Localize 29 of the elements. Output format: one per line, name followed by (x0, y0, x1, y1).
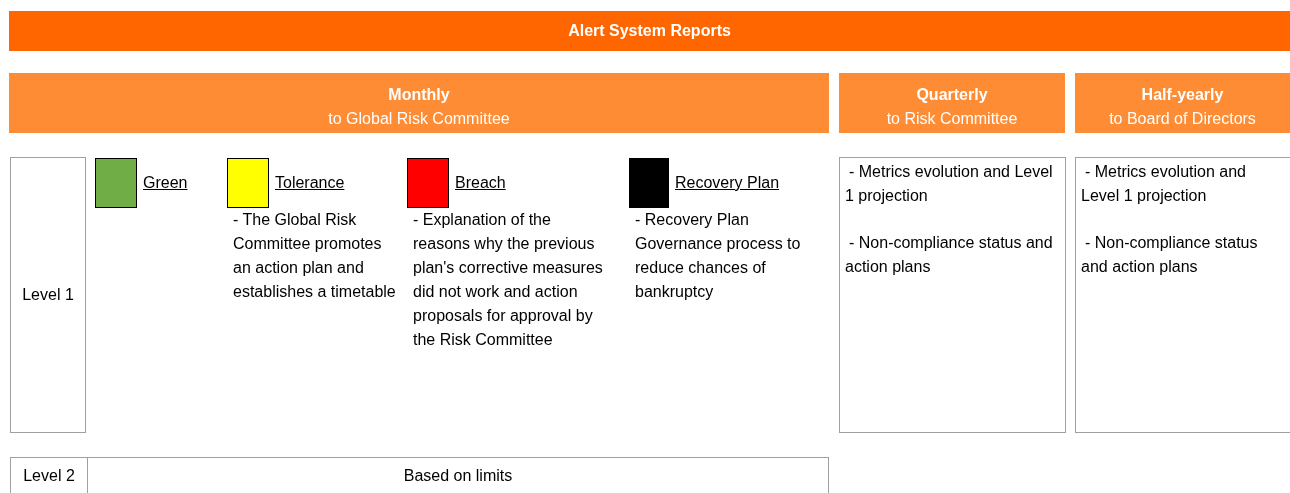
column-title: Half-yearly (1140, 85, 1225, 105)
level-label: Level 2 (23, 467, 75, 485)
column-header (839, 73, 1065, 133)
status-description: - The Global Risk Committee promotes an action plan and establishes a timetable (233, 210, 397, 302)
report-box (1075, 157, 1290, 433)
status-label: Breach (455, 173, 506, 193)
column-subtitle: to Board of Directors (1108, 109, 1257, 129)
level-cell (10, 157, 86, 433)
status-description: - Recovery Plan Governance process to reduce chances of bankruptcy (635, 210, 802, 302)
status-label: Recovery Plan (675, 173, 780, 193)
status-description: - Explanation of the reasons why the previous plan's corrective measures did not work and action proposals for approval by the Risk Committee (413, 210, 604, 350)
report-item: - Metrics evolution and Level 1 projection (1081, 162, 1247, 206)
status-label: Green (143, 173, 188, 193)
column-title: Quarterly (915, 85, 989, 105)
status-label: Tolerance (275, 173, 345, 193)
report-box (839, 157, 1066, 433)
report-item: - Non-compliance status and action plans (845, 233, 1054, 277)
report-item: - Non-compliance status and action plans (1081, 233, 1259, 277)
column-subtitle: to Risk Committee (885, 109, 1019, 129)
column-header (9, 73, 829, 133)
cell-text: Based on limits (403, 467, 513, 484)
level-cell (10, 457, 88, 493)
level-label: Level 1 (22, 286, 74, 304)
column-subtitle: to Global Risk Committee (327, 109, 511, 129)
table-cell (87, 457, 829, 493)
report-item: - Metrics evolution and Level 1 projection (845, 162, 1054, 206)
column-header (1075, 73, 1290, 133)
title-bar: Alert System Reports (9, 11, 1290, 51)
column-title: Monthly (387, 85, 451, 105)
